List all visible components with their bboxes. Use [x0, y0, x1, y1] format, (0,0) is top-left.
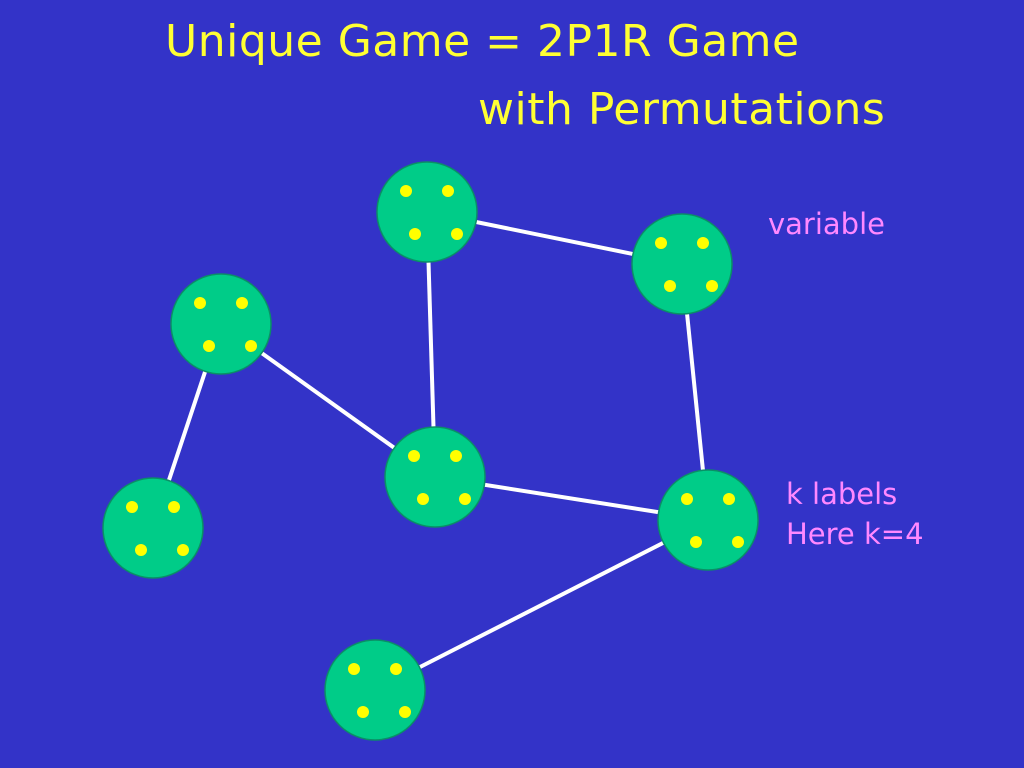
- label-dot: [681, 493, 693, 505]
- label-dot: [451, 228, 463, 240]
- label-dot: [126, 501, 138, 513]
- label-dot: [732, 536, 744, 548]
- variable-node: [102, 477, 204, 579]
- graph-nodes: [102, 161, 759, 741]
- label-dot: [400, 185, 412, 197]
- label-dot: [390, 663, 402, 675]
- variable-node: [170, 273, 272, 375]
- variable-node: [384, 426, 486, 528]
- variable-node-circle: [324, 639, 426, 741]
- label-dot: [706, 280, 718, 292]
- variable-node-circle: [376, 161, 478, 263]
- label-dot: [417, 493, 429, 505]
- variable-node-circle: [170, 273, 272, 375]
- label-dot: [408, 450, 420, 462]
- label-dot: [135, 544, 147, 556]
- label-dot: [450, 450, 462, 462]
- label-dot: [690, 536, 702, 548]
- label-dot: [357, 706, 369, 718]
- label-dot: [409, 228, 421, 240]
- label-dot: [177, 544, 189, 556]
- label-dot: [245, 340, 257, 352]
- variable-node-circle: [102, 477, 204, 579]
- label-dot: [655, 237, 667, 249]
- label-dot: [203, 340, 215, 352]
- label-dot: [168, 501, 180, 513]
- k-value-annotation: Here k=4: [786, 517, 924, 551]
- variable-node: [324, 639, 426, 741]
- label-dot: [236, 297, 248, 309]
- label-dot: [723, 493, 735, 505]
- label-dot: [194, 297, 206, 309]
- variable-node: [631, 213, 733, 315]
- variable-node-circle: [631, 213, 733, 315]
- label-dot: [348, 663, 360, 675]
- title-line-1: Unique Game = 2P1R Game: [165, 16, 800, 67]
- variable-node: [657, 469, 759, 571]
- k-labels-annotation: k labels: [786, 477, 898, 511]
- variable-node: [376, 161, 478, 263]
- label-dot: [459, 493, 471, 505]
- graph-edge: [374, 518, 709, 692]
- title-line-2: with Permutations: [478, 84, 886, 135]
- variable-node-circle: [657, 469, 759, 571]
- label-dot: [697, 237, 709, 249]
- label-dot: [399, 706, 411, 718]
- label-dot: [442, 185, 454, 197]
- variable-annotation: variable: [768, 207, 885, 241]
- variable-node-circle: [384, 426, 486, 528]
- label-dot: [664, 280, 676, 292]
